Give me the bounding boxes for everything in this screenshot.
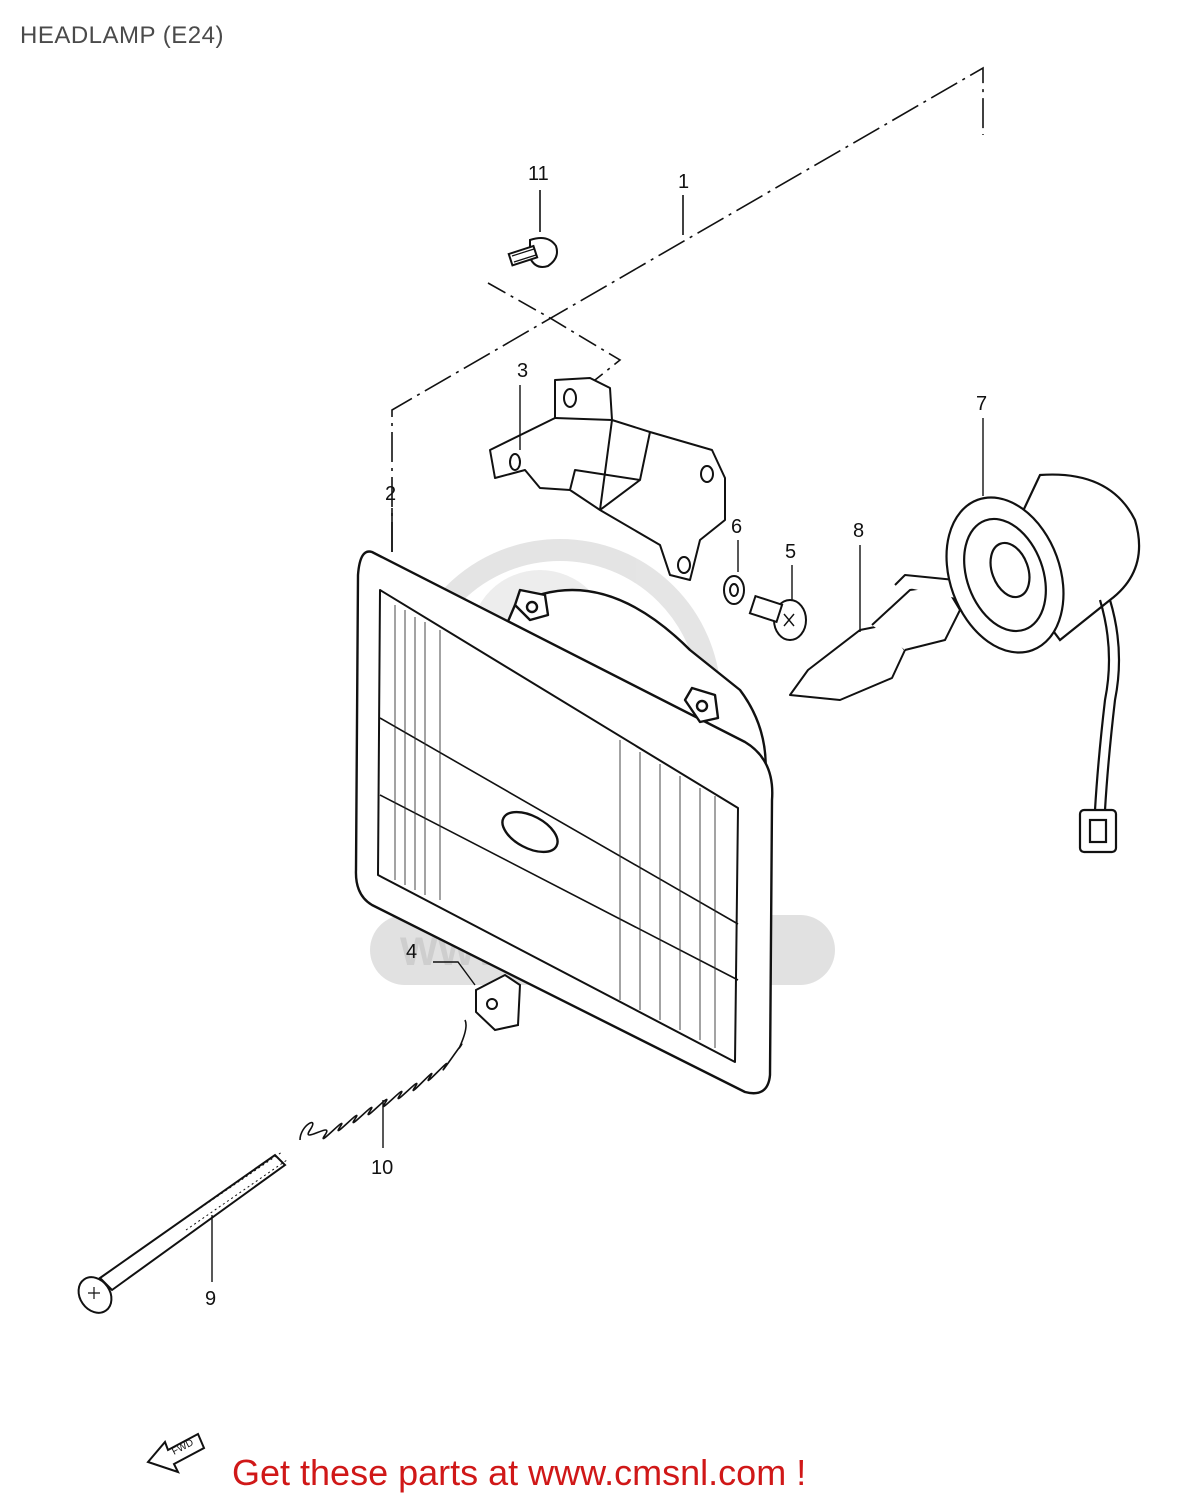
callout-4: 4 (406, 941, 417, 963)
part-10-spring (299, 1019, 467, 1148)
part-6-washer (723, 540, 745, 605)
footer-parts-link[interactable]: Get these parts at www.cmsnl.com ! (232, 1452, 807, 1493)
leader-line-1 (391, 66, 984, 552)
part-8-bulb (789, 545, 966, 701)
callout-3: 3 (517, 360, 528, 382)
part-9-bolt (77, 1151, 288, 1314)
fwd-arrow-icon: FWD (146, 1432, 206, 1474)
part-7-socket (945, 418, 1141, 854)
callout-10: 10 (371, 1157, 393, 1179)
callout-9: 9 (205, 1288, 216, 1310)
part-5-screw (748, 565, 807, 641)
part-4-clip (433, 961, 522, 1032)
callout-8: 8 (853, 520, 864, 542)
callout-1: 1 (678, 171, 689, 193)
part-11-screw (507, 237, 558, 268)
diagram-title: HEADLAMP (E24) (20, 22, 224, 49)
callout-5: 5 (785, 541, 796, 563)
callout-11: 11 (528, 163, 549, 185)
part-2-headlamp-unit (354, 550, 774, 1095)
callout-6: 6 (731, 516, 742, 538)
callouts: 1 2 3 4 5 6 7 8 9 10 11 (205, 163, 987, 1310)
part-3-bracket (489, 377, 726, 581)
callout-7: 7 (976, 393, 987, 415)
callout-2: 2 (385, 483, 396, 505)
